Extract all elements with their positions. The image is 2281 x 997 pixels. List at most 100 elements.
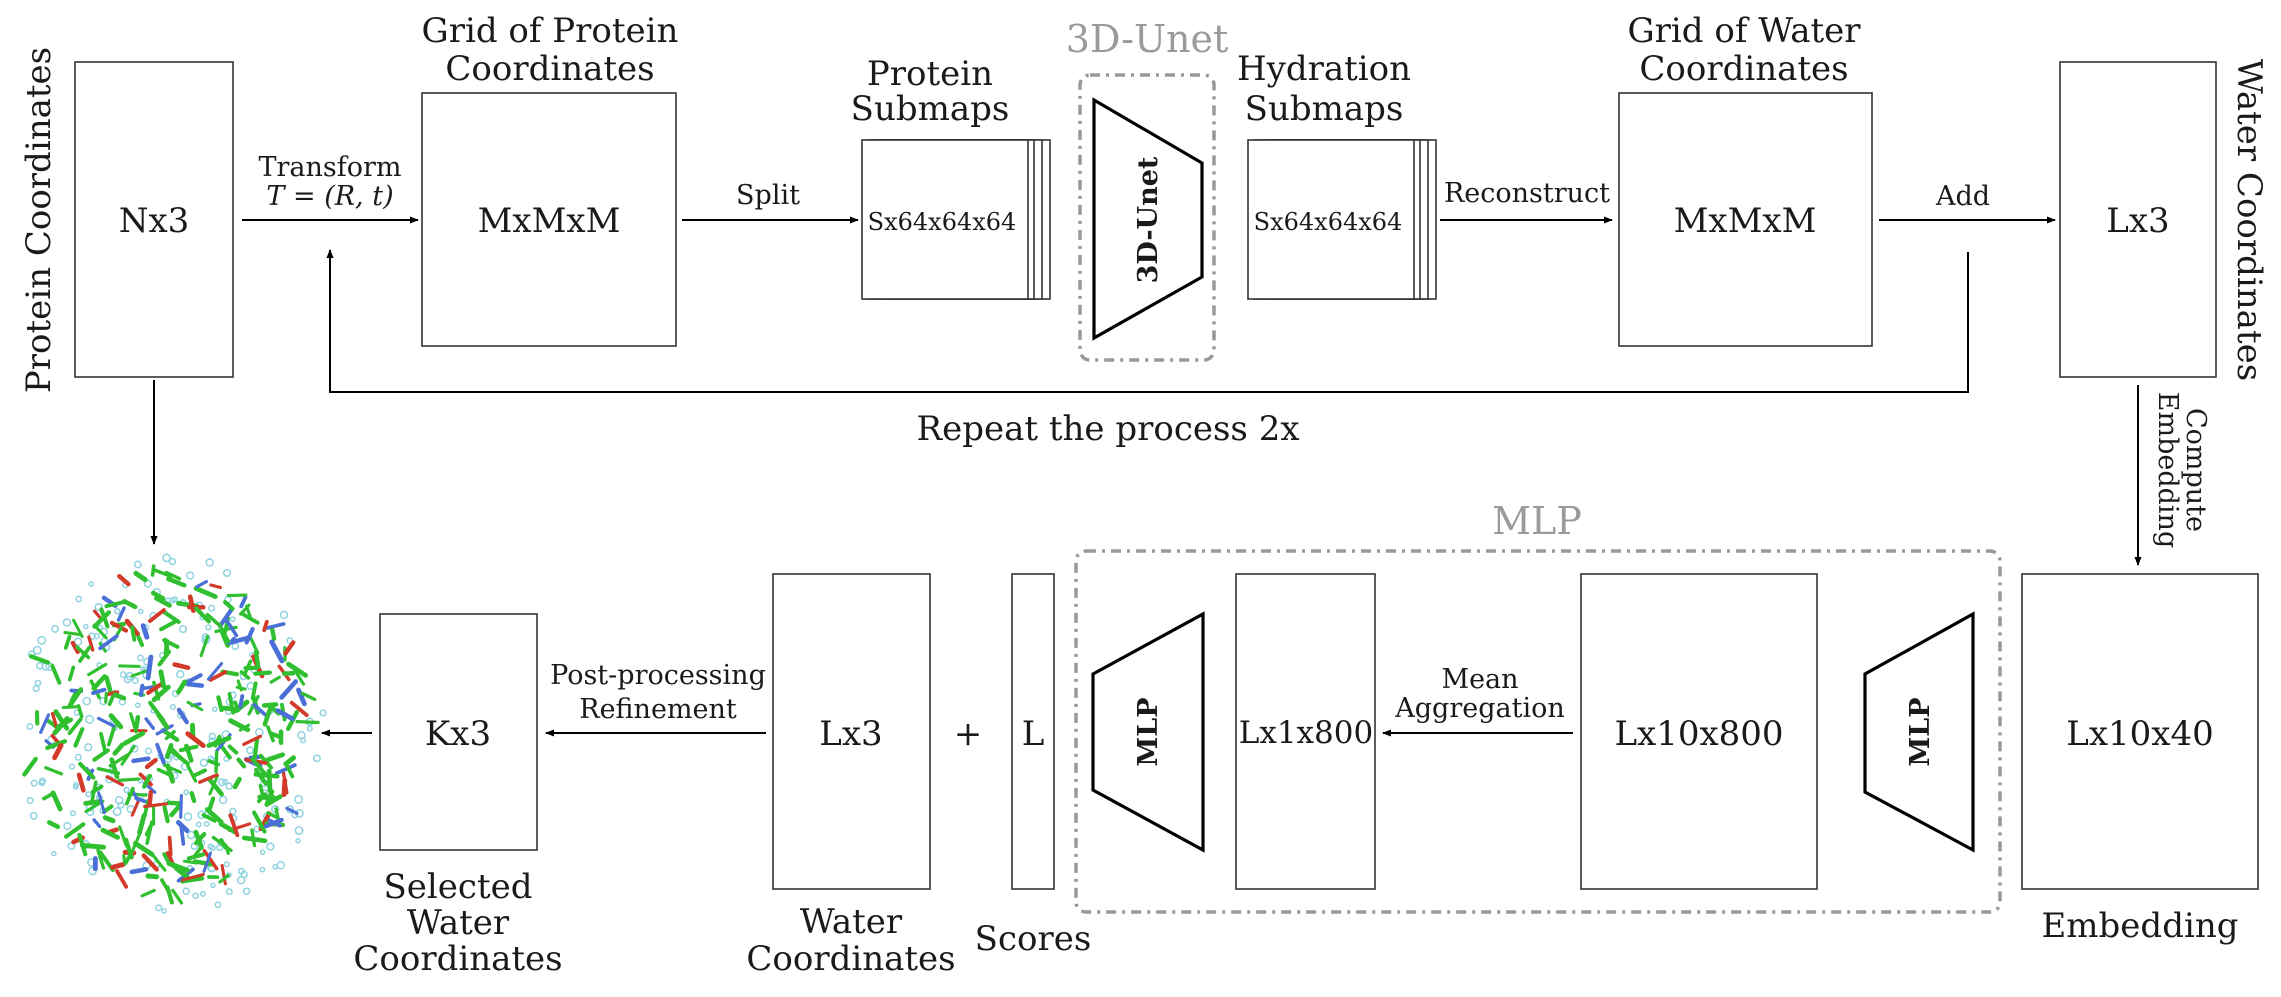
water-dot xyxy=(124,788,129,793)
water-dot xyxy=(138,655,143,660)
protein-bond xyxy=(286,643,294,654)
protein-bond xyxy=(260,786,262,796)
protein-bond xyxy=(284,780,285,794)
protein-bond xyxy=(255,740,257,757)
protein-bond xyxy=(184,861,196,863)
protein-bond xyxy=(79,775,83,790)
water-dot xyxy=(261,850,265,854)
protein-bond xyxy=(272,629,274,639)
water-dot xyxy=(70,764,75,769)
water-dot xyxy=(31,780,37,786)
water-dot xyxy=(184,790,188,794)
grid-protein-title-2: Coordinates xyxy=(445,49,654,89)
protein-bond xyxy=(66,637,70,648)
water-dot xyxy=(27,724,32,729)
water-dot xyxy=(197,822,201,826)
protein-bond xyxy=(119,576,128,584)
protein-bond xyxy=(146,719,153,728)
water-dot xyxy=(295,796,302,803)
hydration-submaps-title-1: Hydration xyxy=(1237,49,1411,89)
protein-bond xyxy=(244,838,265,841)
water-dot xyxy=(136,703,140,707)
protein-bond xyxy=(65,633,80,635)
water-dot xyxy=(247,747,253,753)
protein-bond xyxy=(297,722,318,723)
protein-bond xyxy=(119,779,139,780)
water-dot xyxy=(171,705,176,710)
protein-bond xyxy=(241,597,245,606)
protein-bond xyxy=(168,579,184,585)
water-dot xyxy=(206,625,211,630)
water-dot xyxy=(52,626,58,632)
water-dot xyxy=(211,883,215,887)
water-dot xyxy=(231,617,235,621)
protein-bond xyxy=(148,657,151,678)
protein-bond xyxy=(141,686,143,695)
water-dot xyxy=(52,852,56,856)
protein-bond xyxy=(147,822,152,843)
protein-bond xyxy=(170,838,171,855)
protein-bond xyxy=(150,610,164,621)
mlp-region-label: MLP xyxy=(1492,499,1582,543)
water-dot xyxy=(84,625,88,629)
repeat-label: Repeat the process 2x xyxy=(917,409,1300,449)
water-dot xyxy=(139,609,143,613)
protein-bond xyxy=(237,687,245,689)
protein-bond xyxy=(124,601,135,607)
protein-bond xyxy=(41,715,49,733)
water-coordinates-side-label: Water Coordinates xyxy=(2229,59,2269,381)
water-coordinates-caption-1: Water xyxy=(800,902,903,942)
protein-bond xyxy=(228,595,246,596)
plus-sign: + xyxy=(954,714,983,754)
scores-l-label: L xyxy=(1022,714,1045,754)
water-dot xyxy=(201,892,206,897)
protein-bond xyxy=(235,779,240,787)
mxmxm-water-label: MxMxM xyxy=(1674,201,1817,241)
protein-bond xyxy=(168,803,180,804)
protein-bond xyxy=(140,815,145,832)
protein-bond xyxy=(255,673,269,674)
lx10x800-label: Lx10x800 xyxy=(1614,714,1783,754)
protein-bond xyxy=(76,729,83,745)
water-dot xyxy=(260,867,264,871)
hydration-submaps-size: Sx64x64x64 xyxy=(1254,208,1403,236)
selected-caption-2: Water xyxy=(407,903,510,943)
water-dot xyxy=(314,755,320,761)
protein-bond xyxy=(113,865,124,868)
water-dot xyxy=(120,672,125,677)
mlp-block-right-label: MLP xyxy=(1905,697,1936,766)
water-dot xyxy=(76,755,82,761)
protein-bond xyxy=(94,625,106,638)
protein-bond xyxy=(167,887,172,902)
protein-bond xyxy=(181,796,182,818)
protein-bond xyxy=(161,672,164,687)
compute-label: Compute xyxy=(2180,408,2211,532)
protein-bond xyxy=(52,666,59,683)
protein-bond xyxy=(106,693,107,702)
water-dot xyxy=(200,759,207,766)
protein-bond xyxy=(167,745,171,756)
protein-bond xyxy=(83,845,104,847)
water-dot xyxy=(113,808,120,815)
protein-bond xyxy=(165,612,179,622)
water-dot xyxy=(180,626,187,633)
protein-bond xyxy=(178,682,184,692)
water-dot xyxy=(133,678,138,683)
water-dot xyxy=(177,671,184,678)
protein-bond xyxy=(49,822,58,826)
water-dot xyxy=(85,744,92,751)
protein-bond xyxy=(265,708,271,724)
protein-bond xyxy=(70,667,74,679)
water-dot xyxy=(296,839,300,843)
water-dot xyxy=(135,561,141,567)
water-dot xyxy=(206,559,213,566)
protein-bond xyxy=(264,704,276,705)
protein-bond xyxy=(150,792,151,804)
water-dot xyxy=(209,605,215,611)
water-dot xyxy=(230,808,236,814)
protein-bond xyxy=(132,627,134,639)
water-dot xyxy=(244,888,250,894)
protein-bond xyxy=(94,820,100,827)
add-label: Add xyxy=(1935,181,1990,212)
